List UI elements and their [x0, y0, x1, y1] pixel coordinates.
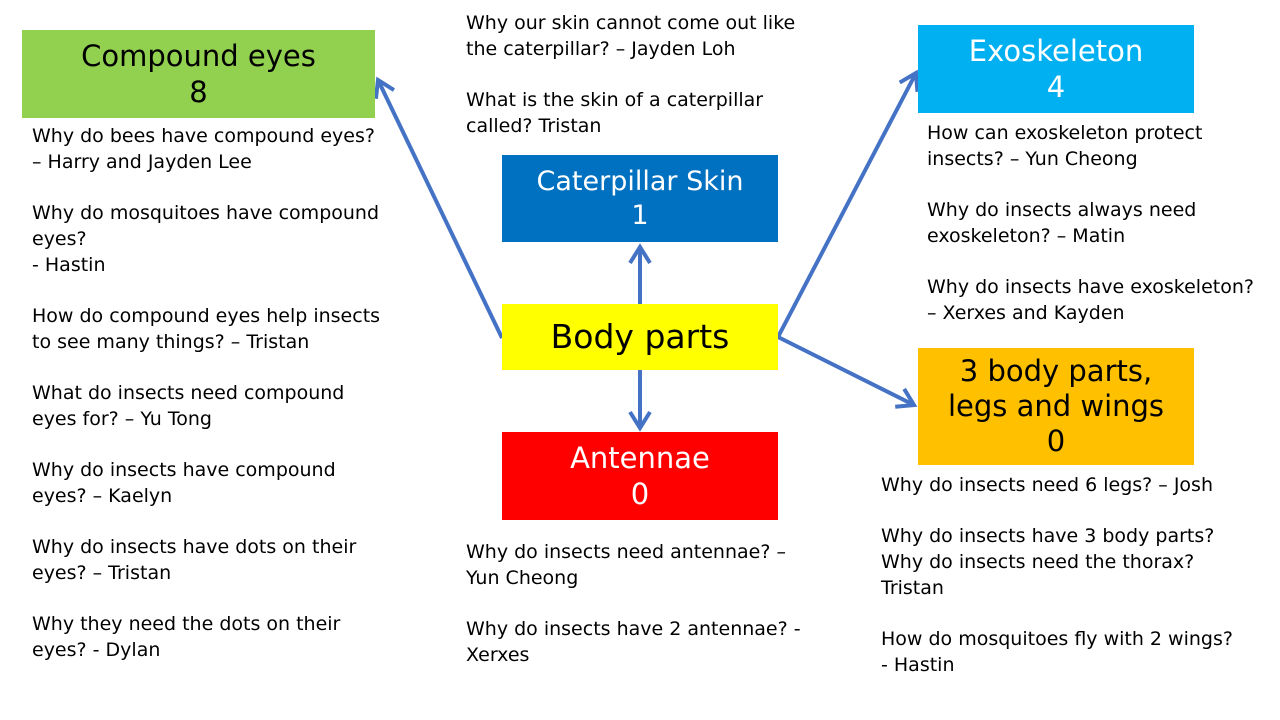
- question-item: How do compound eyes help insects to see…: [32, 305, 381, 353]
- question-item: Why do insects have compound eyes? – Kae…: [32, 459, 336, 507]
- antennae-count: 0: [630, 477, 650, 511]
- question-item: Why do insects have exoskeleton? – Xerxe…: [927, 276, 1254, 324]
- question-item: Why do bees have compound eyes? – Harry …: [32, 125, 375, 173]
- exoskeleton-title: Exoskeleton: [968, 33, 1144, 68]
- question-item: What is the skin of a caterpillar called…: [466, 89, 764, 137]
- antennae-box: Antennae 0: [502, 432, 778, 520]
- question-item: Why do insects have 2 antennae? - Xerxes: [466, 618, 801, 666]
- three-body-parts-title-line2: legs and wings: [947, 389, 1165, 424]
- caterpillar-skin-questions: Why our skin cannot come out like the ca…: [466, 10, 826, 164]
- compound-eyes-questions: Why do bees have compound eyes? – Harry …: [32, 123, 382, 688]
- question-item: What do insects need compound eyes for? …: [32, 382, 345, 430]
- question-item: How do mosquitoes fly with 2 wings? - Ha…: [881, 628, 1233, 676]
- arrow-to-exoskeleton: [776, 69, 920, 338]
- three-body-parts-count: 0: [1046, 423, 1066, 458]
- exoskeleton-box: Exoskeleton 4: [918, 25, 1194, 113]
- caterpillar-skin-count: 1: [631, 199, 649, 231]
- question-item: Why they need the dots on their eyes? - …: [32, 613, 341, 661]
- question-item: Why do insects have dots on their eyes? …: [32, 536, 357, 584]
- question-item: Why our skin cannot come out like the ca…: [466, 12, 796, 60]
- three-body-parts-title-line1: 3 body parts,: [959, 354, 1153, 389]
- question-item: Why do mosquitoes have compound eyes? - …: [32, 202, 380, 276]
- antennae-title: Antennae: [570, 440, 710, 475]
- question-item: How can exoskeleton protect insects? – Y…: [927, 122, 1203, 170]
- arrow-to-compound-eyes: [373, 76, 504, 339]
- arrow-to-three-body-parts: [777, 335, 918, 409]
- question-item: Why do insects need 6 legs? – Josh: [881, 474, 1213, 496]
- exoskeleton-count: 4: [1046, 70, 1066, 104]
- caterpillar-skin-box: Caterpillar Skin 1: [502, 155, 778, 242]
- question-item: Why do insects always need exoskeleton? …: [927, 199, 1197, 247]
- question-item: Why do insects have 3 body parts? Why do…: [881, 525, 1215, 599]
- compound-eyes-box: Compound eyes 8: [22, 30, 375, 118]
- question-item: Why do insects need antennae? – Yun Cheo…: [466, 541, 786, 589]
- antennae-questions: Why do insects need antennae? – Yun Cheo…: [466, 539, 821, 693]
- compound-eyes-title: Compound eyes: [81, 38, 316, 73]
- body-parts-title: Body parts: [550, 317, 730, 357]
- caterpillar-skin-title: Caterpillar Skin: [536, 165, 744, 197]
- three-body-parts-questions: Why do insects need 6 legs? – Josh Why d…: [881, 472, 1241, 703]
- exoskeleton-questions: How can exoskeleton protect insects? – Y…: [927, 120, 1272, 351]
- three-body-parts-box: 3 body parts, legs and wings 0: [918, 348, 1194, 465]
- compound-eyes-count: 8: [189, 75, 208, 109]
- body-parts-center-box: Body parts: [502, 304, 778, 370]
